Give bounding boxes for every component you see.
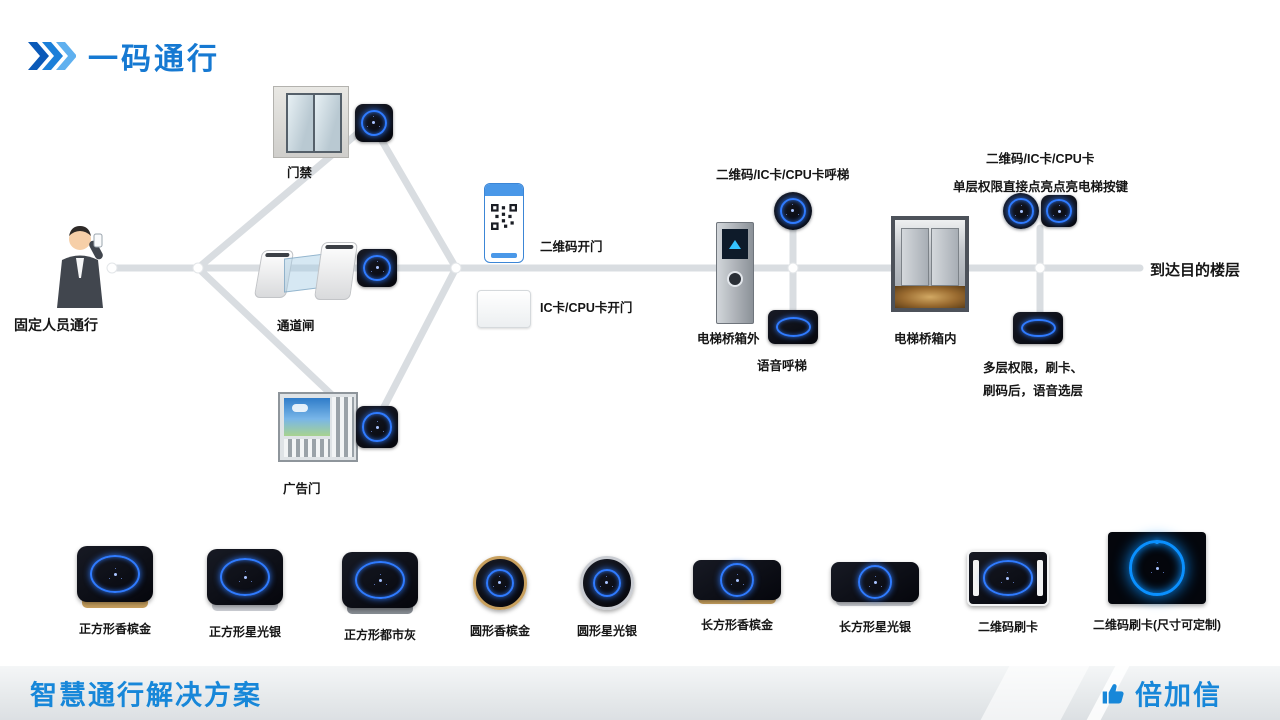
- qr-ic-cpu-label: 二维码/IC卡/CPU卡: [986, 152, 1095, 166]
- product-round-silver: 圆形星光银: [542, 556, 672, 639]
- gate-label: 通道闸: [277, 319, 315, 333]
- card-reader-icon: [355, 104, 393, 142]
- ic-open-label: IC卡/CPU卡开门: [540, 301, 633, 315]
- ad-door-label: 广告门: [283, 482, 321, 496]
- destination-label: 到达目的楼层: [1150, 262, 1241, 279]
- elevator-floor: [895, 286, 965, 308]
- product-face: [473, 556, 527, 610]
- ad-poster: [284, 398, 330, 436]
- product-qr-reader: 二维码刷卡: [943, 550, 1073, 635]
- door-panel: [287, 95, 313, 151]
- qr-open-label: 二维码开门: [540, 240, 603, 254]
- brand: 倍加信: [1100, 674, 1222, 713]
- phone-header: [485, 184, 523, 196]
- voice-call-label: 语音呼梯: [757, 359, 808, 373]
- footer: 智慧通行解决方案 倍加信: [0, 666, 1280, 720]
- card-reader-icon: [357, 249, 397, 287]
- door-access-image: [273, 86, 349, 158]
- single-floor-label: 单层权限直接点亮点亮电梯按键: [953, 180, 1129, 194]
- product-face: [831, 562, 919, 602]
- elevator-outside-label: 电梯桥箱外: [697, 332, 760, 346]
- round-reader-icon: [1003, 193, 1039, 229]
- product-trim: [347, 606, 413, 614]
- elevator-call-button: [727, 271, 743, 287]
- page-title: 一码通行: [88, 43, 220, 76]
- door-panel: [314, 95, 341, 151]
- card-reader-icon: [356, 406, 398, 448]
- desktop-reader-icon: [768, 310, 818, 344]
- desktop-reader-icon: [1013, 312, 1063, 344]
- product-face: [967, 550, 1049, 606]
- elevator-door: [900, 227, 929, 286]
- phone-footer-bar: [491, 253, 517, 258]
- product-face: [207, 549, 283, 605]
- product-label: 正方形香槟金: [78, 622, 151, 636]
- product-trim: [698, 598, 776, 604]
- product-trim: [212, 603, 278, 611]
- ad-gate-bars: [332, 397, 354, 457]
- product-trim: [82, 600, 148, 608]
- footer-slogan: 智慧通行解决方案: [30, 680, 262, 711]
- multi-floor-line2: 刷码后，语音选层: [983, 384, 1084, 398]
- up-arrow-icon: [729, 239, 741, 249]
- chevrons-icon: [28, 42, 76, 70]
- round-reader-icon: [774, 192, 812, 230]
- product-label: 二维码刷卡: [977, 620, 1038, 634]
- product-face: [1108, 532, 1206, 604]
- product-face: [342, 552, 418, 608]
- header: 一码通行: [28, 34, 220, 78]
- product-square-silver: 正方形星光银: [180, 549, 310, 640]
- product-label: 正方形星光银: [208, 625, 281, 639]
- phone-qr-image: [484, 183, 524, 263]
- ad-gate-image: [278, 392, 358, 462]
- elevator-hall-panel-image: [716, 222, 754, 324]
- product-label: 圆形香槟金: [469, 624, 530, 638]
- product-face: [693, 560, 781, 600]
- ad-gate-bars: [284, 439, 330, 457]
- card-reader-icon: [1041, 195, 1077, 227]
- product-round-gold: 圆形香槟金: [435, 556, 565, 639]
- elevator-inside-label: 电梯桥箱内: [894, 332, 957, 346]
- product-face: [580, 556, 634, 610]
- speed-gate-image: [253, 236, 359, 302]
- multi-floor-line1: 多层权限，刷卡、: [983, 361, 1084, 375]
- product-label: 长方形星光银: [838, 620, 911, 634]
- call-label: 二维码/IC卡/CPU卡呼梯: [716, 168, 850, 182]
- door-label: 门禁: [287, 166, 313, 180]
- product-trim: [836, 600, 914, 606]
- product-square-gray: 正方形都市灰: [315, 552, 445, 643]
- product-rect-silver: 长方形星光银: [810, 562, 940, 635]
- person-icon: [57, 226, 103, 308]
- brand-name: 倍加信: [1135, 680, 1222, 711]
- thumbs-up-icon: [1102, 683, 1124, 703]
- product-rect-gold: 长方形香槟金: [672, 560, 802, 633]
- product-square-gold: 正方形香槟金: [50, 546, 180, 637]
- product-label: 圆形星光银: [576, 624, 637, 638]
- gate-cabinet: [313, 242, 359, 300]
- elevator-screen: [722, 229, 748, 259]
- product-label: 正方形都市灰: [343, 628, 416, 642]
- elevator-interior: [895, 220, 965, 308]
- product-qr-reader-large: 二维码刷卡(尺寸可定制): [1082, 532, 1232, 633]
- product-face: [77, 546, 153, 602]
- elevator-interior-image: [891, 216, 969, 312]
- person-label: 固定人员通行: [14, 317, 98, 333]
- ic-card-image: [477, 290, 531, 328]
- footer-stripe: [980, 666, 1090, 720]
- product-label: 长方形香槟金: [700, 618, 773, 632]
- qr-code-icon: [491, 204, 517, 230]
- elevator-door: [931, 227, 960, 286]
- product-label: 二维码刷卡(尺寸可定制): [1093, 618, 1221, 632]
- door-frame: [285, 93, 343, 153]
